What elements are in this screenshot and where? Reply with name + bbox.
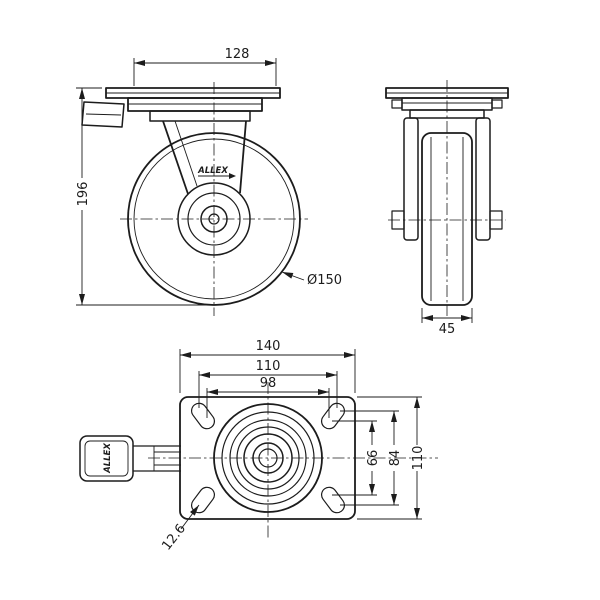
dim-84-label: 84 xyxy=(388,450,403,467)
front-axle-nuts xyxy=(391,210,503,230)
dim-110v-label: 110 xyxy=(411,446,426,471)
wheel-hub xyxy=(177,182,251,256)
dim-140-label: 140 xyxy=(256,339,281,354)
dim-128: 128 xyxy=(133,47,277,86)
top-brake-pedal: ALLEX xyxy=(79,435,181,482)
dim-110h-label: 110 xyxy=(256,359,281,374)
bolt-slot-top-left xyxy=(190,402,216,430)
side-wheel xyxy=(127,132,301,306)
side-brake-lever xyxy=(81,101,125,128)
side-view: ALLEX 128 196 Ø150 xyxy=(76,47,342,316)
dim-196-label: 196 xyxy=(76,182,91,207)
dim-bolt-hole: 12.6 xyxy=(159,504,200,553)
dim-66: 66 xyxy=(332,420,381,496)
dim-128-label: 128 xyxy=(225,47,250,62)
wheel-axle xyxy=(200,205,228,233)
dim-45-label: 45 xyxy=(439,322,456,337)
top-mounting-plate xyxy=(179,396,356,520)
top-view: ALLEX 140 110 98 xyxy=(79,339,438,553)
side-fork xyxy=(162,120,247,195)
front-swivel-bearing xyxy=(391,97,503,119)
dim-140: 140 xyxy=(179,339,356,393)
front-fork-legs xyxy=(403,117,491,241)
front-wheel xyxy=(421,132,473,306)
dim-bolt-hole-label: 12.6 xyxy=(159,521,189,553)
dim-196: 196 xyxy=(76,87,208,306)
brand-text: ALLEX xyxy=(197,166,228,176)
dim-66-label: 66 xyxy=(366,450,381,467)
dim-45: 45 xyxy=(421,308,473,337)
bolt-slot-bottom-left xyxy=(190,486,216,514)
side-top-plate xyxy=(105,87,281,99)
brand-logo-side: ALLEX xyxy=(197,166,236,179)
front-view: 45 xyxy=(385,80,509,337)
dim-110-vertical: 110 xyxy=(357,396,426,520)
bolt-slot-top-right xyxy=(320,402,346,430)
side-swivel-bearing xyxy=(127,97,263,122)
brand-text-pedal: ALLEX xyxy=(103,443,113,474)
dim-wheel-diameter: Ø150 xyxy=(281,271,342,288)
bolt-slot-bottom-right xyxy=(320,486,346,514)
dim-diameter-label: Ø150 xyxy=(307,273,342,288)
top-swivel-circles xyxy=(213,403,323,513)
dim-110-horizontal: 110 xyxy=(198,359,338,408)
dim-98: 98 xyxy=(206,376,330,418)
dim-84: 84 xyxy=(340,410,403,506)
dim-98-label: 98 xyxy=(260,376,277,391)
